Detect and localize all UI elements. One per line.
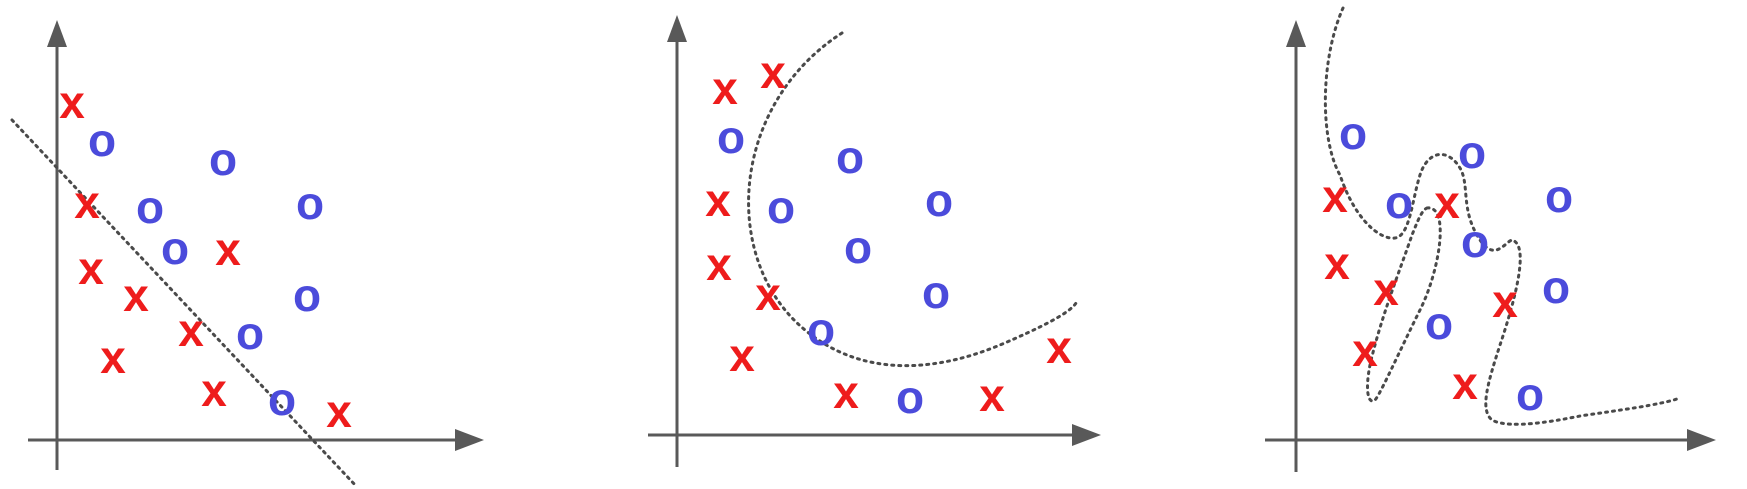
circle-marker: o <box>896 371 924 423</box>
cross-marker: x <box>123 269 149 321</box>
cross-marker: x <box>1452 357 1478 409</box>
cross-marker: x <box>78 242 104 294</box>
cross-marker: x <box>100 331 126 383</box>
circle-marker: o <box>1385 176 1413 228</box>
circle-marker: o <box>922 266 950 318</box>
cross-marker: x <box>1373 263 1399 315</box>
cross-marker: x <box>1492 275 1518 327</box>
cross-marker: x <box>1322 170 1348 222</box>
decision-boundary-outer <box>1323 6 1682 426</box>
cross-marker: x <box>729 329 755 381</box>
circle-marker: o <box>1458 126 1486 178</box>
cross-marker: x <box>1434 176 1460 228</box>
cross-marker: x <box>59 76 85 128</box>
circle-marker: o <box>88 114 116 166</box>
decision-boundary-island <box>1366 206 1442 403</box>
circle-marker: o <box>1516 368 1544 420</box>
cross-marker: x <box>201 364 227 416</box>
cross-marker: x <box>1324 237 1350 289</box>
x-axis <box>1265 429 1716 451</box>
cross-marker: x <box>326 385 352 437</box>
circle-marker: o <box>209 133 237 185</box>
cross-marker: x <box>833 366 859 418</box>
circle-marker: o <box>767 181 795 233</box>
circle-marker: o <box>136 181 164 233</box>
circle-marker: o <box>1542 261 1570 313</box>
cross-marker: x <box>760 46 786 98</box>
y-axis <box>1286 20 1306 472</box>
circle-marker: o <box>807 303 835 355</box>
circle-marker: o <box>268 373 296 425</box>
cross-marker: x <box>705 174 731 226</box>
decision-boundary <box>10 118 359 489</box>
circle-marker: o <box>236 307 264 359</box>
circle-marker: o <box>296 177 324 229</box>
circle-marker: o <box>844 221 872 273</box>
circle-marker: o <box>1339 107 1367 159</box>
circle-marker: o <box>836 131 864 183</box>
circle-marker: o <box>925 174 953 226</box>
cross-marker: x <box>74 176 100 228</box>
cross-marker: x <box>712 62 738 114</box>
cross-marker: x <box>706 238 732 290</box>
cross-marker: x <box>979 369 1005 421</box>
y-axis <box>667 15 687 467</box>
decision-boundary <box>747 31 1078 368</box>
cross-marker: x <box>1352 324 1378 376</box>
x-axis <box>28 429 484 451</box>
cross-marker: x <box>178 304 204 356</box>
cross-marker: x <box>1046 321 1072 373</box>
circle-marker: o <box>717 111 745 163</box>
circle-marker: o <box>293 269 321 321</box>
cross-marker: x <box>215 223 241 275</box>
circle-marker: o <box>1461 215 1489 267</box>
circle-marker: o <box>1425 297 1453 349</box>
x-axis <box>648 424 1101 446</box>
circle-marker: o <box>1545 170 1573 222</box>
cross-marker: x <box>755 268 781 320</box>
circle-marker: o <box>161 222 189 274</box>
y-axis <box>47 20 67 470</box>
